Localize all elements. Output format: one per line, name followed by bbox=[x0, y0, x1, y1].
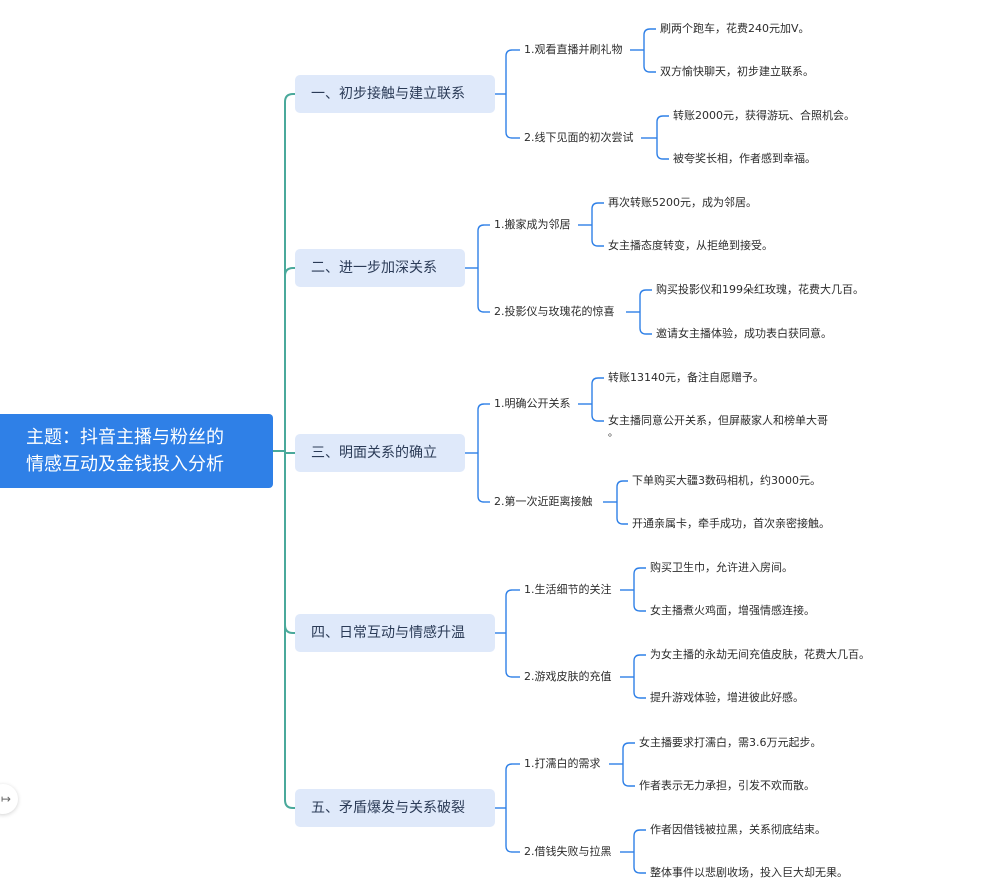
sub-bracket-3 bbox=[477, 403, 485, 503]
branch-connector-4 bbox=[284, 624, 295, 634]
branch-node-1[interactable]: 一、初步接触与建立联系 bbox=[295, 75, 495, 113]
leaf-2-2-2[interactable]: 邀请女主播体验，成功表白获同意。 bbox=[656, 327, 832, 340]
sub-node-5-1[interactable]: 1.打濡白的需求 bbox=[524, 757, 601, 770]
leaf-bracket-4-1 bbox=[633, 567, 646, 612]
sub-bracket-5 bbox=[505, 763, 513, 853]
sub-node-1-2[interactable]: 2.线下见面的初次尝试 bbox=[524, 131, 634, 144]
branch-node-3[interactable]: 三、明面关系的确立 bbox=[295, 434, 465, 472]
leaf-3-1-2[interactable]: 女主播同意公开关系，但屏蔽家人和榜单大哥 。 bbox=[608, 413, 828, 439]
leaf-4-2-2[interactable]: 提升游戏体验，增进彼此好感。 bbox=[650, 691, 804, 704]
sub-node-5-2[interactable]: 2.借钱失败与拉黑 bbox=[524, 845, 612, 858]
sub-node-3-1[interactable]: 1.明确公开关系 bbox=[494, 397, 571, 410]
branch-connector-5 bbox=[284, 799, 295, 809]
leaf-bracket-5-2 bbox=[633, 829, 646, 874]
sub-node-1-1[interactable]: 1.观看直播并刷礼物 bbox=[524, 43, 623, 56]
root-topic-line2: 情感互动及金钱投入分析 bbox=[26, 454, 224, 475]
leaf-1-1-2[interactable]: 双方愉快聊天，初步建立联系。 bbox=[660, 65, 814, 78]
leaf-bracket-3-2 bbox=[616, 480, 628, 525]
leaf-1-2-2[interactable]: 被夸奖长相，作者感到幸福。 bbox=[673, 152, 816, 165]
leaf-3-1-2-text: 女主播同意公开关系，但屏蔽家人和榜单大哥 bbox=[608, 414, 828, 427]
branch-node-4[interactable]: 四、日常互动与情感升温 bbox=[295, 614, 495, 652]
leaf-bracket-1-2 bbox=[656, 115, 669, 160]
leaf-1-1-1[interactable]: 刷两个跑车，花费240元加V。 bbox=[660, 22, 810, 35]
branch-connector-2 bbox=[284, 267, 295, 277]
leaf-5-1-2[interactable]: 作者表示无力承担，引发不欢而散。 bbox=[639, 779, 815, 792]
sub-bracket-4 bbox=[505, 589, 513, 678]
leaf-3-2-2[interactable]: 开通亲属卡，牵手成功，首次亲密接触。 bbox=[632, 517, 830, 530]
sub-node-2-1[interactable]: 1.搬家成为邻居 bbox=[494, 218, 571, 231]
sub-node-2-2[interactable]: 2.投影仪与玫瑰花的惊喜 bbox=[494, 305, 615, 318]
leaf-bracket-5-1 bbox=[622, 742, 635, 787]
leaf-2-1-2[interactable]: 女主播态度转变，从拒绝到接受。 bbox=[608, 239, 773, 252]
branch-node-2[interactable]: 二、进一步加深关系 bbox=[295, 249, 465, 287]
branch-connector-1 bbox=[284, 93, 295, 103]
root-topic-line1: 主题：抖音主播与粉丝的 bbox=[26, 427, 224, 448]
leaf-bracket-1-1 bbox=[643, 28, 656, 73]
branch-node-5[interactable]: 五、矛盾爆发与关系破裂 bbox=[295, 789, 495, 827]
leaf-bracket-2-1 bbox=[591, 202, 604, 247]
leaf-4-1-2[interactable]: 女主播煮火鸡面，增强情感连接。 bbox=[650, 604, 815, 617]
leaf-bracket-2-2 bbox=[639, 289, 652, 335]
leaf-2-2-1[interactable]: 购买投影仪和199朵红玫瑰，花费大几百。 bbox=[656, 283, 864, 296]
leaf-5-2-1[interactable]: 作者因借钱被拉黑，关系彻底结束。 bbox=[650, 823, 826, 836]
sub-bracket-2 bbox=[477, 224, 485, 313]
leaf-5-2-2[interactable]: 整体事件以悲剧收场，投入巨大却无果。 bbox=[650, 866, 848, 879]
leaf-3-2-1[interactable]: 下单购买大疆3数码相机，约3000元。 bbox=[632, 474, 821, 487]
leaf-bracket-3-1 bbox=[591, 377, 604, 422]
sub-node-4-2[interactable]: 2.游戏皮肤的充值 bbox=[524, 670, 612, 683]
side-expand-toggle[interactable]: ↦ bbox=[0, 784, 18, 814]
sub-node-3-2[interactable]: 2.第一次近距离接触 bbox=[494, 495, 593, 508]
leaf-bracket-4-2 bbox=[633, 654, 646, 699]
leaf-1-2-1[interactable]: 转账2000元，获得游玩、合照机会。 bbox=[673, 109, 855, 122]
root-topic[interactable]: 主题：抖音主播与粉丝的 情感互动及金钱投入分析 bbox=[0, 414, 273, 488]
leaf-3-1-1[interactable]: 转账13140元，备注自愿赠予。 bbox=[608, 371, 764, 384]
leaf-4-2-1[interactable]: 为女主播的永劫无间充值皮肤，花费大几百。 bbox=[650, 648, 870, 661]
leaf-4-1-1[interactable]: 购买卫生巾，允许进入房间。 bbox=[650, 561, 793, 574]
leaf-5-1-1[interactable]: 女主播要求打濡白，需3.6万元起步。 bbox=[639, 736, 822, 749]
sub-node-4-1[interactable]: 1.生活细节的关注 bbox=[524, 583, 612, 596]
leaf-3-1-2-trailing-mark: 。 bbox=[608, 428, 618, 439]
sub-bracket-1 bbox=[505, 49, 513, 139]
leaf-2-1-1[interactable]: 再次转账5200元，成为邻居。 bbox=[608, 196, 757, 209]
